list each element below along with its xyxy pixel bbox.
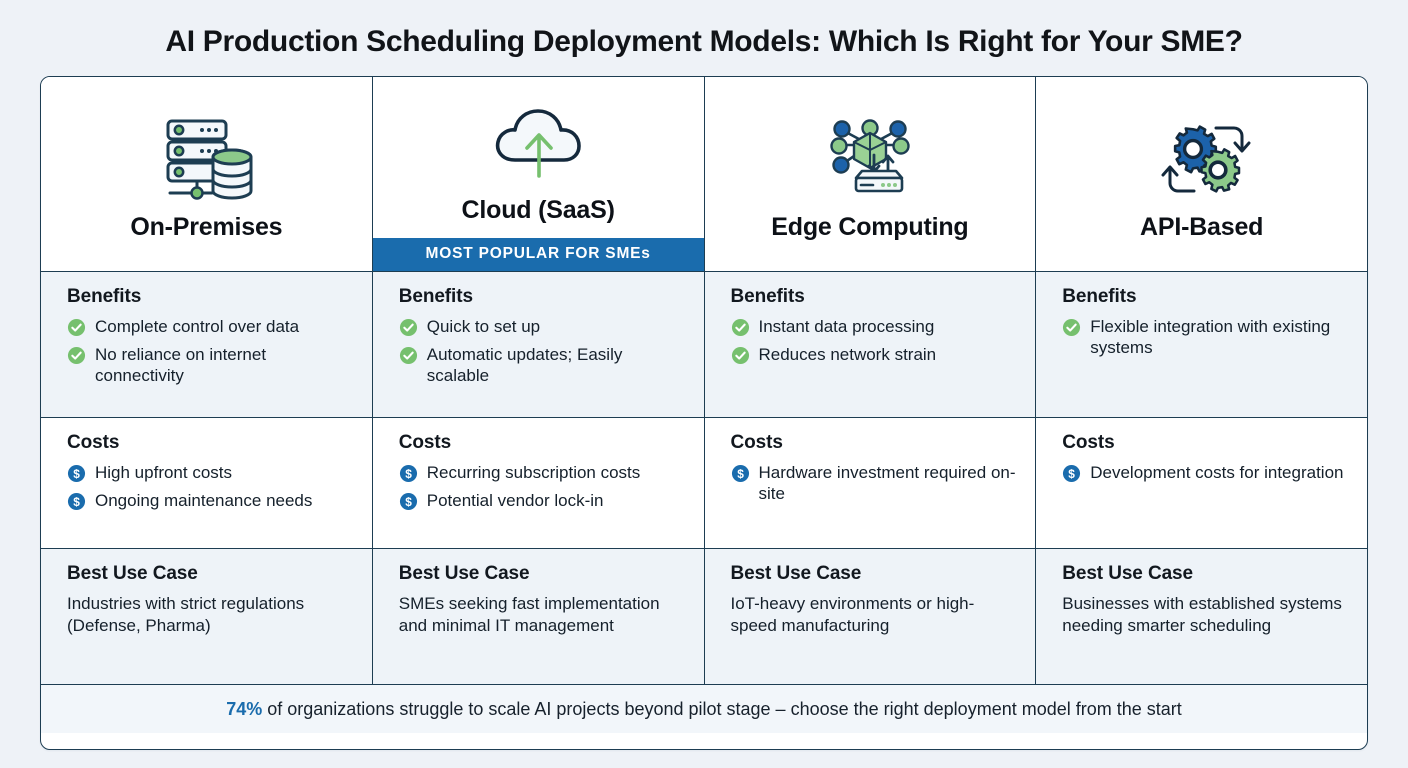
column-title: Edge Computing — [771, 212, 969, 241]
section-label-benefits: Benefits — [730, 286, 805, 307]
list-item-text: Automatic updates; Easily scalable — [426, 345, 623, 386]
section-label-costs: Costs — [67, 432, 120, 453]
check-circle-icon — [67, 318, 86, 337]
column-cloud-saas[interactable]: Cloud (SaaS) MOST POPULAR FOR SMEs — [372, 77, 705, 271]
costs-cell-on-premises: Costs $ High upfront costs $ Ongoing mai… — [41, 418, 373, 548]
column-title: API-Based — [1140, 212, 1264, 241]
server-database-icon — [154, 113, 258, 205]
list-item-text: Instant data processing — [758, 317, 935, 336]
check-circle-icon — [731, 347, 749, 365]
use-case-text: SMEs seeking fast implementation and min… — [398, 594, 660, 635]
list-item-text: Potential vendor lock-in — [426, 491, 604, 511]
list-item: $ Recurring subscription costs — [399, 462, 686, 483]
gears-sync-icon — [1150, 113, 1254, 205]
list-item-text: Recurring subscription costs — [426, 463, 641, 482]
list-item: $ Hardware investment required on-site — [731, 462, 1018, 504]
section-label-benefits: Benefits — [398, 286, 473, 307]
section-label-benefits: Benefits — [1062, 286, 1137, 307]
list-item-text: Flexible integration with existing syste… — [1090, 317, 1331, 358]
section-label-costs: Costs — [1062, 432, 1115, 453]
footer-stat-value: 74% — [226, 698, 263, 719]
column-title: Cloud (SaaS) — [461, 196, 615, 224]
svg-text:$: $ — [73, 495, 80, 509]
list-item: No reliance on internet connectivity — [67, 344, 354, 386]
section-label-benefits: Benefits — [67, 286, 142, 307]
costs-row: Costs $ High upfront costs $ Ongoing mai… — [41, 417, 1367, 548]
svg-text:$: $ — [405, 467, 412, 481]
use-case-row: Best Use Case Industries with strict reg… — [41, 548, 1367, 684]
list-item-text: No reliance on internet connectivity — [95, 345, 267, 386]
check-circle-icon — [1063, 318, 1081, 337]
section-label-use-case: Best Use Case — [67, 563, 198, 584]
list-item: Reduces network strain — [731, 344, 1018, 365]
list-item: Automatic updates; Easily scalable — [399, 344, 686, 386]
list-item: $ Development costs for integration — [1062, 462, 1349, 483]
list-item: Quick to set up — [399, 316, 686, 337]
use-case-text: IoT-heavy environments or high-speed man… — [730, 594, 975, 635]
check-circle-icon — [731, 318, 749, 337]
page-title: AI Production Scheduling Deployment Mode… — [165, 25, 1243, 58]
list-item-text: Reduces network strain — [758, 345, 937, 365]
benefits-cell-api-based: Benefits Flexible integration with exist… — [1036, 272, 1367, 417]
list-item: Flexible integration with existing syste… — [1062, 316, 1349, 358]
svg-text:$: $ — [737, 467, 744, 481]
benefits-cell-on-premises: Benefits Complete control over data No r… — [41, 272, 373, 417]
svg-text:$: $ — [1068, 467, 1075, 481]
section-label-use-case: Best Use Case — [730, 563, 862, 584]
section-label-costs: Costs — [730, 432, 783, 453]
list-item-text: Hardware investment required on-site — [758, 463, 1016, 504]
dollar-circle-icon: $ — [399, 464, 417, 483]
use-case-text: Businesses with established systems need… — [1062, 594, 1342, 635]
check-circle-icon — [67, 347, 86, 365]
cloud-upload-icon — [486, 96, 590, 188]
column-api-based[interactable]: API-Based — [1036, 77, 1367, 271]
svg-text:$: $ — [73, 467, 80, 481]
use-case-cell-edge-computing: Best Use Case IoT-heavy environments or … — [704, 549, 1037, 684]
use-case-cell-cloud-saas: Best Use Case SMEs seeking fast implemen… — [372, 549, 705, 684]
section-label-use-case: Best Use Case — [398, 563, 530, 584]
footer-statistic: 74% of organizations struggle to scale A… — [41, 684, 1367, 733]
benefits-row: Benefits Complete control over data No r… — [41, 271, 1367, 417]
benefits-cell-cloud-saas: Benefits Quick to set up Automatic updat… — [372, 272, 705, 417]
costs-cell-edge-computing: Costs $ Hardware investment required on-… — [704, 418, 1037, 548]
costs-cell-cloud-saas: Costs $ Recurring subscription costs $ P… — [372, 418, 705, 548]
costs-cell-api-based: Costs $ Development costs for integratio… — [1036, 418, 1367, 548]
matrix-header-row: On-Premises Cloud (SaaS) — [41, 77, 1367, 271]
list-item-text: Quick to set up — [426, 317, 541, 336]
column-title: On-Premises — [130, 212, 283, 241]
dollar-circle-icon: $ — [399, 493, 417, 511]
use-case-cell-on-premises: Best Use Case Industries with strict reg… — [41, 549, 373, 684]
dollar-circle-icon: $ — [67, 493, 86, 511]
list-item: $ High upfront costs — [67, 462, 354, 483]
list-item: $ Potential vendor lock-in — [399, 490, 686, 511]
section-label-costs: Costs — [398, 432, 452, 453]
dollar-circle-icon: $ — [1063, 464, 1081, 483]
list-item-text: Complete control over data — [95, 317, 300, 336]
list-item: $ Ongoing maintenance needs — [67, 490, 354, 511]
list-item-text: Development costs for integration — [1090, 463, 1344, 482]
check-circle-icon — [399, 347, 417, 365]
list-item-text: High upfront costs — [95, 463, 233, 482]
section-label-use-case: Best Use Case — [1062, 563, 1193, 584]
use-case-text: Industries with strict regulations (Defe… — [67, 594, 305, 635]
use-case-cell-api-based: Best Use Case Businesses with establishe… — [1036, 549, 1367, 684]
column-edge-computing[interactable]: Edge Computing — [704, 77, 1037, 271]
comparison-matrix: On-Premises Cloud (SaaS) — [40, 76, 1368, 750]
svg-text:$: $ — [405, 495, 412, 509]
list-item: Complete control over data — [67, 316, 354, 337]
dollar-circle-icon: $ — [731, 464, 749, 483]
benefits-cell-edge-computing: Benefits Instant data processing Reduces… — [704, 272, 1037, 417]
footer-stat-text: of organizations struggle to scale AI pr… — [267, 698, 1182, 719]
most-popular-badge: MOST POPULAR FOR SMEs — [372, 238, 704, 271]
column-on-premises[interactable]: On-Premises — [41, 77, 373, 271]
network-node-device-icon — [818, 113, 922, 205]
list-item: Instant data processing — [731, 316, 1018, 337]
check-circle-icon — [399, 318, 417, 337]
dollar-circle-icon: $ — [67, 464, 86, 483]
list-item-text: Ongoing maintenance needs — [95, 491, 313, 511]
